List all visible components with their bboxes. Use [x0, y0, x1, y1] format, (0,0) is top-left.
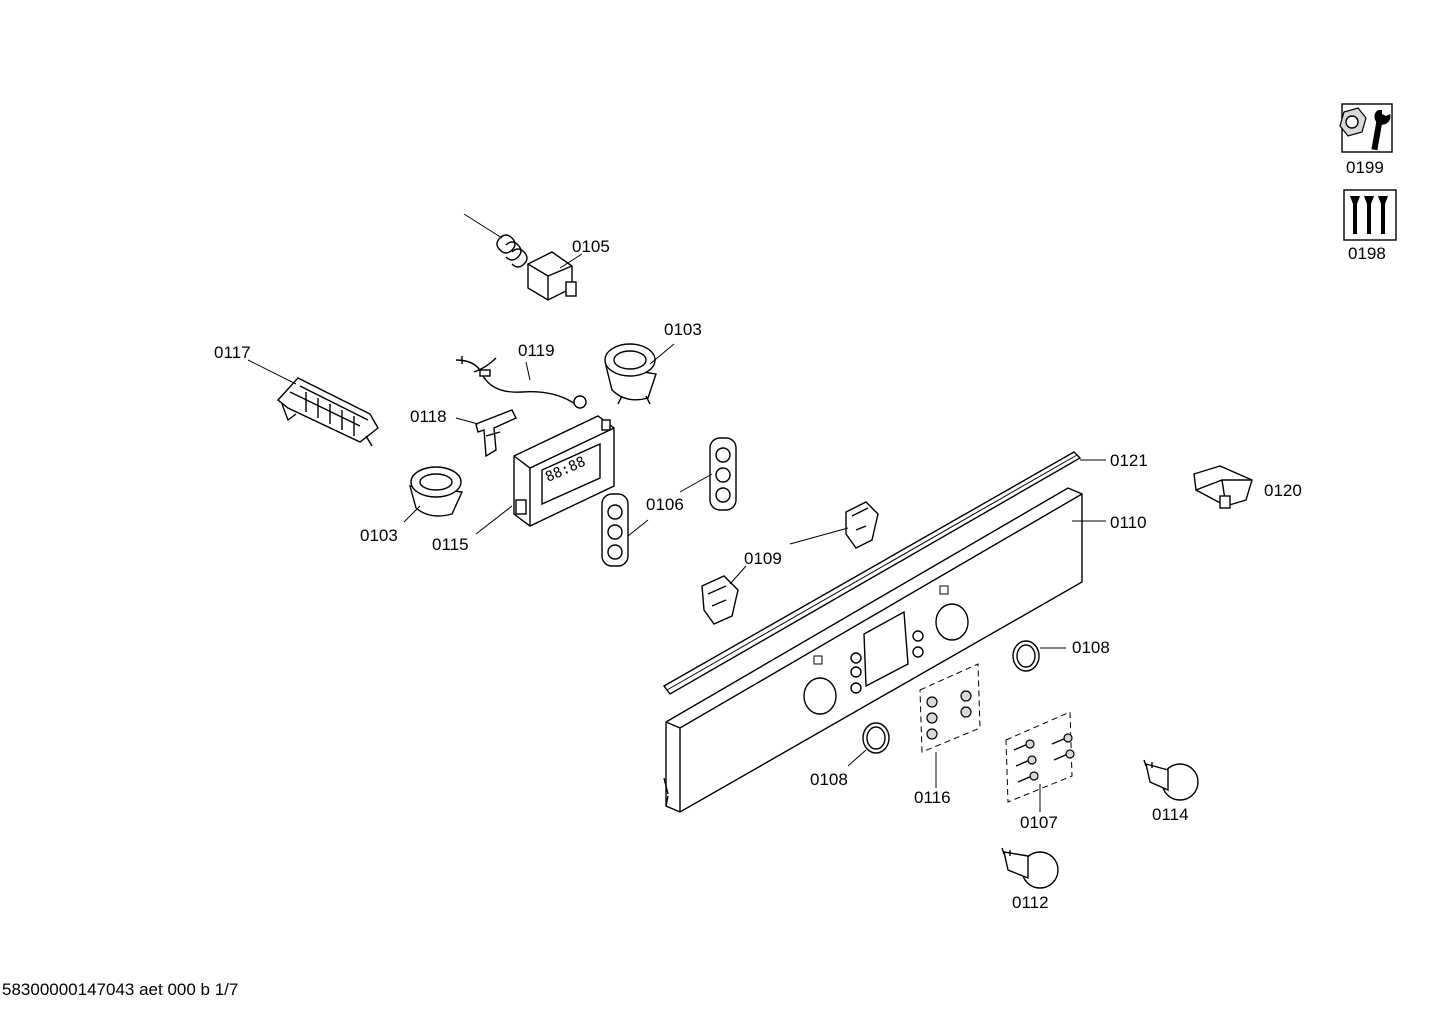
label-0106: 0106 [646, 495, 684, 514]
part-0105-thermostat [463, 213, 583, 301]
label-0120: 0120 [1264, 481, 1302, 500]
label-0108-left: 0108 [810, 770, 848, 789]
part-0116-nut-set [919, 663, 981, 753]
label-0117: 0117 [214, 343, 251, 362]
part-0107-screw-set [1005, 711, 1075, 803]
part-0106-holder-lower [601, 493, 629, 567]
label-0116: 0116 [914, 788, 951, 807]
label-0118: 0118 [410, 407, 447, 426]
label-0199: 0199 [1346, 158, 1384, 177]
label-0105: 0105 [572, 237, 610, 256]
drawing-number: 58300000147043 aet 000 b 1/7 [2, 980, 239, 999]
part-0103-holder-bottom [409, 466, 464, 517]
part-0103-holder-top [604, 343, 657, 405]
wrench-nut-icon [1339, 103, 1393, 153]
part-0109-switch-right [845, 501, 879, 549]
label-0121: 0121 [1110, 451, 1148, 470]
part-0110-control-panel [663, 487, 1083, 813]
part-0115-clock-module: 88:88 [513, 415, 615, 527]
label-0115: 0115 [432, 535, 469, 554]
part-0117-terminal-block [276, 377, 379, 447]
part-0119-cable [455, 356, 587, 409]
part-0120-latch [1193, 465, 1253, 509]
screws-icon [1343, 189, 1397, 241]
part-0108-ring-left [862, 722, 890, 754]
label-0107: 0107 [1020, 813, 1058, 832]
part-0106-holder-upper [709, 437, 737, 511]
label-0110: 0110 [1110, 513, 1147, 532]
part-0114-knob [1143, 759, 1199, 801]
part-0118-bracket [475, 409, 517, 458]
part-0112-knob [1001, 847, 1059, 889]
part-0108-ring-right [1012, 640, 1040, 672]
part-0109-switch-left [701, 575, 739, 625]
label-0103-top: 0103 [664, 320, 702, 339]
part-0121-trim-strip [662, 451, 1082, 695]
label-0103-bottom: 0103 [360, 526, 398, 545]
label-0108-right: 0108 [1072, 638, 1110, 657]
label-0119: 0119 [518, 341, 555, 360]
label-0109: 0109 [744, 549, 782, 568]
label-0198: 0198 [1348, 244, 1386, 263]
label-0114: 0114 [1152, 805, 1189, 824]
label-0112: 0112 [1012, 893, 1049, 912]
